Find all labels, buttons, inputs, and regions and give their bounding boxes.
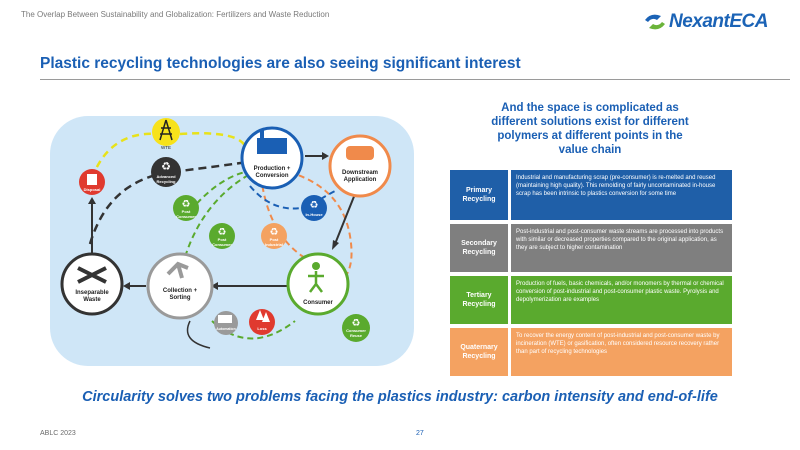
logo-text: NexantECA	[669, 11, 768, 32]
badge-post-consumer-2: ♻ Post Consumer	[209, 223, 235, 249]
row-label-line: Secondary	[461, 240, 497, 247]
collection-label-2: Sorting	[170, 295, 191, 301]
shuffle-icon	[77, 266, 107, 284]
post-industrial-label-2: Industrial	[265, 242, 283, 247]
right-heading-line: value chain	[558, 144, 622, 156]
recycle-icon: ♻	[161, 161, 171, 173]
recycle-icon: ♻	[352, 318, 361, 329]
robot-arm-icon	[166, 261, 189, 279]
right-heading-line: And the space is complicated as	[501, 102, 679, 114]
badge-wte: WTE	[152, 118, 180, 150]
downstream-label-1: Downstream	[342, 170, 378, 176]
badge-automation: Automation	[214, 311, 238, 335]
logo-mark-icon	[645, 14, 665, 30]
recycle-icon: ♻	[270, 227, 279, 238]
products-icon	[346, 146, 374, 160]
page-number: 27	[416, 430, 424, 437]
advanced-label-1: Advanced	[156, 174, 176, 179]
badge-advanced-recycling: ♻ Advanced Recycling	[151, 157, 181, 187]
company-logo: NexantECA	[643, 10, 783, 36]
right-heading-line: polymers at different points in the	[497, 130, 683, 142]
node-downstream-application: Downstream Application	[328, 134, 392, 198]
inseparable-label-1: Inseparable	[75, 290, 109, 296]
loss-label: Loss	[257, 326, 267, 331]
trash-icon	[87, 174, 97, 185]
advanced-label-2: Recycling	[157, 179, 176, 184]
node-collection-sorting: Collection + Sorting	[146, 252, 214, 320]
consumer-reuse-label-1: Consumer	[346, 328, 366, 333]
right-heading: And the space is complicated as differen…	[470, 101, 710, 157]
post-consumer-1-label-2: Consumer	[176, 214, 196, 219]
node-production-conversion: Production + Conversion	[240, 126, 304, 190]
post-consumer-1-label-1: Post	[182, 209, 191, 214]
row-label-line: Recycling	[462, 301, 496, 308]
yellow-dashed-path	[90, 132, 161, 179]
automation-label: Automation	[216, 327, 235, 331]
post-consumer-2-label-1: Post	[218, 237, 227, 242]
row-label-line: Recycling	[462, 249, 496, 256]
arrow-to-automation	[186, 320, 211, 349]
row-label-line: Recycling	[462, 353, 496, 360]
recycling-diagram: Production + Conversion Downstream Appli…	[50, 116, 414, 366]
truck-icon	[218, 315, 232, 323]
disposal-label: Disposal	[84, 187, 101, 192]
row-description: Post-industrial and post-consumer waste …	[511, 224, 732, 272]
recycle-icon: ♻	[182, 199, 191, 210]
row-description: To recover the energy content of post-in…	[511, 328, 732, 376]
downstream-label-2: Application	[344, 177, 377, 183]
badge-post-consumer-1: ♻ Post Consumer	[173, 195, 199, 221]
wte-label: WTE	[161, 145, 171, 150]
right-heading-line: different solutions exist for different	[491, 116, 689, 128]
badge-in-house: ♻ In-House	[301, 195, 327, 221]
post-industrial-label-1: Post	[270, 237, 279, 242]
row-label-line: Primary	[465, 187, 493, 194]
trees-icon	[256, 310, 270, 322]
node-inseparable-waste: Inseparable Waste	[60, 252, 124, 316]
inseparable-label-2: Waste	[83, 297, 101, 303]
arrow-downstream-consumer	[334, 193, 356, 245]
badge-post-industrial: ♻ Post Industrial	[261, 223, 287, 249]
title-divider	[40, 79, 790, 80]
recycle-icon: ♻	[218, 227, 227, 238]
node-consumer: Consumer	[286, 252, 350, 316]
row-label-line: Recycling	[462, 196, 496, 203]
consumer-label: Consumer	[303, 300, 333, 306]
deck-title: The Overlap Between Sustainability and G…	[21, 10, 330, 19]
collection-label-1: Collection +	[163, 288, 198, 294]
green-dashed-path	[189, 170, 251, 212]
badge-consumer-reuse: ♻ Consumer Reuse	[342, 314, 370, 342]
row-description: Production of fuels, basic chemicals, an…	[511, 276, 732, 324]
row-label-line: Quaternary	[460, 344, 498, 351]
badge-loss: Loss	[249, 309, 275, 335]
row-description: Industrial and manufacturing scrap (pre-…	[511, 170, 732, 220]
in-house-label: In-House	[305, 212, 323, 217]
post-consumer-2-label-2: Consumer	[212, 242, 232, 247]
row-label-line: Tertiary	[466, 292, 492, 299]
recycle-icon: ♻	[310, 200, 319, 211]
production-label-1: Production +	[254, 166, 291, 172]
consumer-reuse-label-2: Reuse	[350, 333, 363, 338]
production-label-2: Conversion	[255, 173, 288, 179]
footer-event: ABLC 2023	[40, 430, 76, 437]
slide-title: Plastic recycling technologies are also …	[40, 55, 521, 72]
factory-icon	[257, 138, 287, 154]
badge-disposal: Disposal	[79, 169, 105, 195]
power-tower-icon	[159, 119, 173, 141]
bottom-statement: Circularity solves two problems facing t…	[82, 389, 718, 405]
person-icon	[312, 262, 320, 270]
